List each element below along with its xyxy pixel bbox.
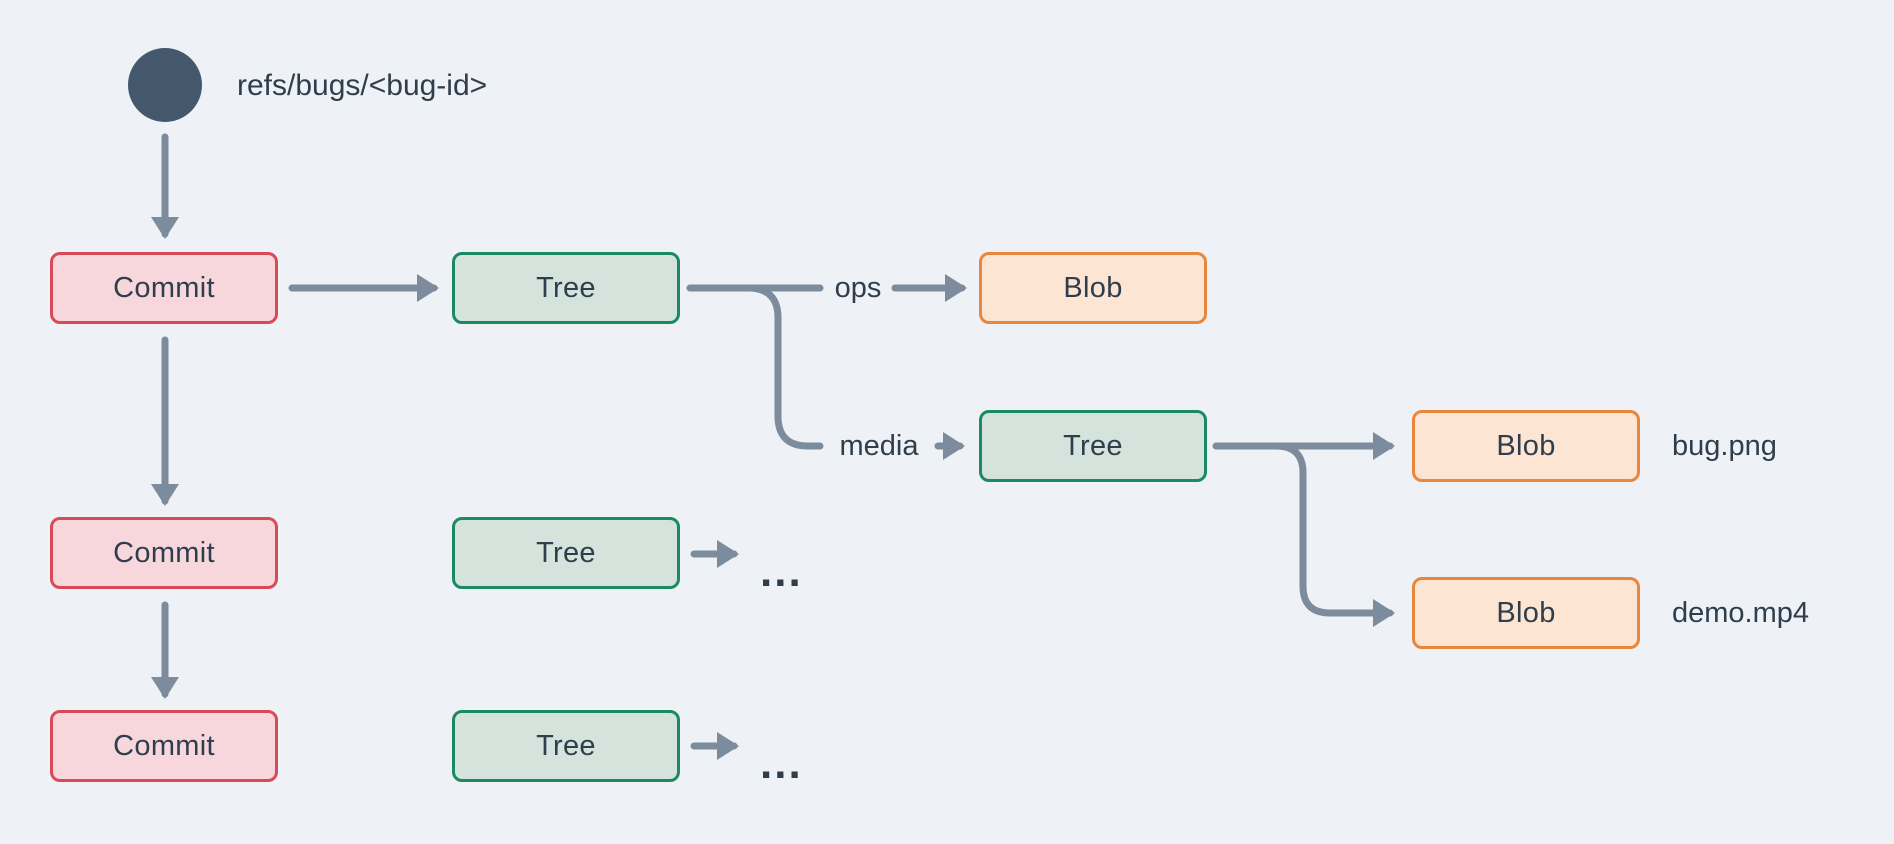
node-commit-2: Commit <box>50 517 278 589</box>
node-blob-bug: Blob <box>1412 410 1640 482</box>
ellipsis-row-3: ... <box>760 739 803 788</box>
file-annotation-demo: demo.mp4 <box>1672 596 1810 629</box>
edge-label-media: media <box>839 429 919 462</box>
edge-tree2-blobdemo <box>1272 442 1395 627</box>
file-annotation-bug: bug.png <box>1672 429 1777 462</box>
node-blob-demo: Blob <box>1412 577 1640 649</box>
node-tree-root-2: Tree <box>452 517 680 589</box>
node-tree-media: Tree <box>979 410 1207 482</box>
node-tree-root-1: Tree <box>452 252 680 324</box>
node-commit-3: Commit <box>50 710 278 782</box>
node-commit-1: Commit <box>50 252 278 324</box>
ellipsis-row-2: ... <box>760 547 803 596</box>
node-blob-ops: Blob <box>979 252 1207 324</box>
edge-label-ops: ops <box>834 271 882 304</box>
edge-tree1-media-branch <box>744 284 824 450</box>
ref-node-circle <box>128 48 202 122</box>
node-tree-root-3: Tree <box>452 710 680 782</box>
ref-label: refs/bugs/<bug-id> <box>237 69 488 102</box>
